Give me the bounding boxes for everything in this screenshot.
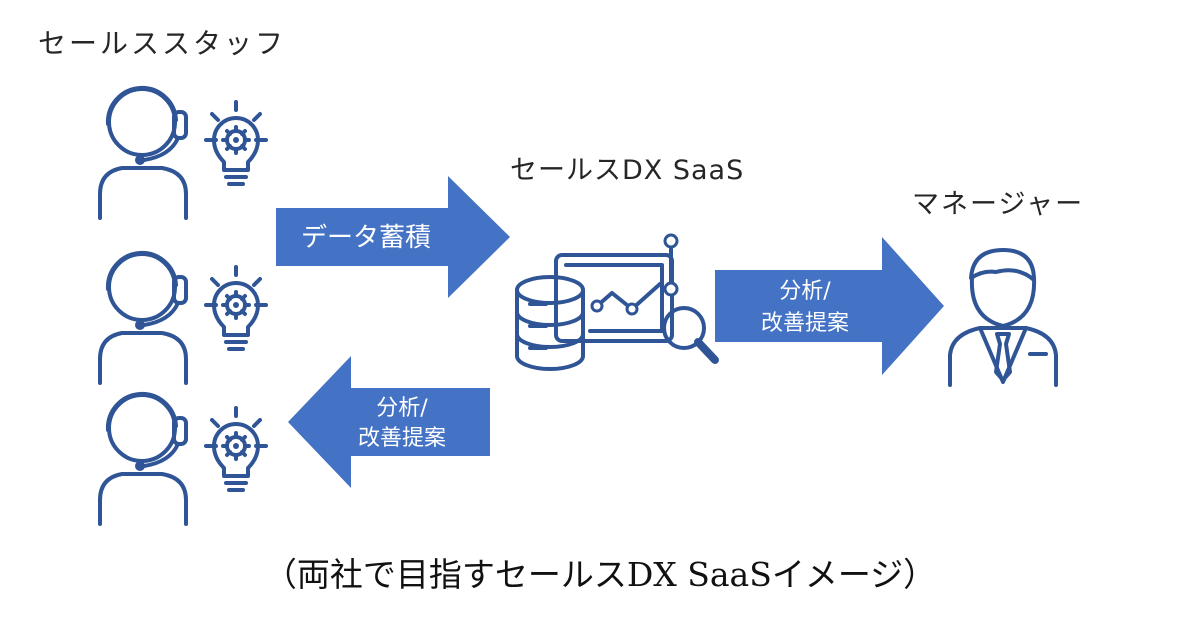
data-accumulate-label: データ蓄積 (301, 223, 431, 253)
magnifier-icon (662, 306, 719, 364)
manager-person-icon (948, 248, 1058, 387)
headset-person-icon (98, 250, 188, 385)
analysis-to-staff-arrow: 分析/ 改善提案 (288, 356, 490, 488)
lightbulb-gear-icon (204, 100, 268, 186)
data-accumulate-arrow: データ蓄積 (276, 176, 510, 298)
saas-label: セールスDX SaaS (510, 155, 745, 186)
headset-person-icon (98, 85, 188, 221)
to-staff-label-line2: 改善提案 (358, 426, 446, 451)
to-manager-label-line1: 分析/ (779, 279, 831, 304)
diagram-caption: （両社で目指すセールスDX SaaSイメージ） (263, 555, 937, 594)
headset-person-icon (98, 391, 188, 526)
to-staff-label-line1: 分析/ (376, 396, 428, 421)
lightbulb-gear-icon (204, 265, 268, 351)
database-icon (515, 275, 585, 371)
sales-staff-label: セールススタッフ (38, 27, 287, 60)
analysis-to-manager-arrow: 分析/ 改善提案 (715, 237, 944, 375)
analytics-monitor-icon (554, 233, 679, 343)
manager-label: マネージャー (912, 189, 1085, 220)
lightbulb-gear-icon (204, 406, 268, 492)
to-manager-label-line2: 改善提案 (761, 311, 849, 336)
